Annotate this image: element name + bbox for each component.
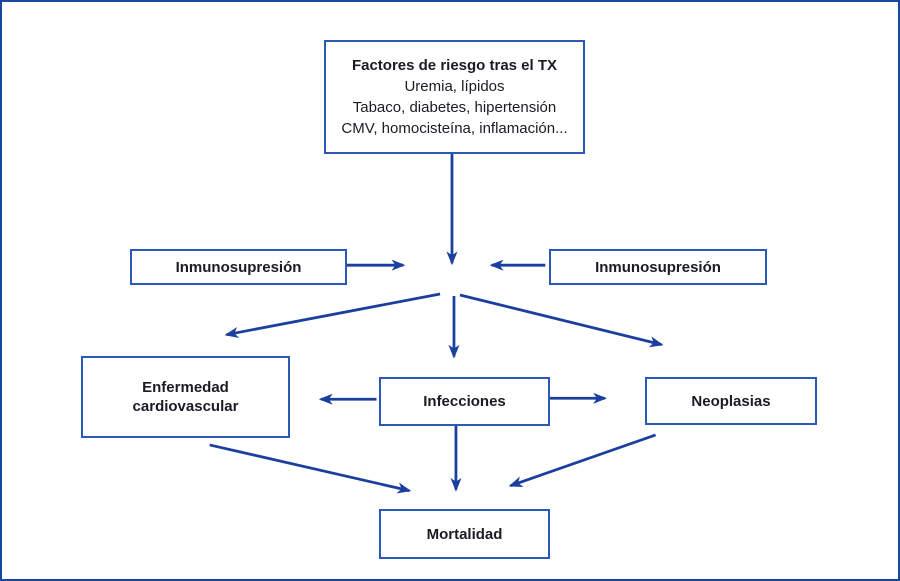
risk-factors-line-1: Uremia, lípidos bbox=[404, 78, 505, 95]
node-cardiovascular-disease: Enfermedad cardiovascular bbox=[81, 356, 290, 438]
mortality-label: Mortalidad bbox=[426, 525, 503, 543]
node-mortality: Mortalidad bbox=[379, 509, 550, 559]
arrow-junction-to-cardiovascular bbox=[224, 292, 441, 338]
node-immunosuppression-right: Inmunosupresión bbox=[549, 249, 767, 285]
risk-factors-line-2: Tabaco, diabetes, hipertensión bbox=[352, 99, 557, 116]
risk-factors-line-3: CMV, homocisteína, inflamación... bbox=[341, 120, 568, 137]
arrow-neoplasms-to-mortality bbox=[508, 433, 657, 488]
immunosuppression-right-label: Inmunosupresión bbox=[595, 258, 721, 276]
infections-label: Infecciones bbox=[423, 393, 506, 410]
arrow-cardiovascular-to-mortality bbox=[209, 443, 412, 494]
risk-factors-title: Factores de riesgo tras el TX bbox=[351, 57, 558, 74]
node-immunosuppression-left: Inmunosupresión bbox=[130, 249, 347, 285]
node-infections: Infecciones bbox=[379, 377, 550, 426]
node-neoplasms: Neoplasias bbox=[645, 377, 817, 425]
immunosuppression-left-label: Inmunosupresión bbox=[175, 258, 302, 276]
node-risk-factors: Factores de riesgo tras el TX Uremia, lí… bbox=[324, 40, 585, 154]
cardiovascular-disease-label: Enfermedad cardiovascular bbox=[132, 379, 239, 415]
arrow-junction-to-neoplasms bbox=[459, 293, 664, 348]
neoplasms-label: Neoplasias bbox=[691, 392, 771, 410]
